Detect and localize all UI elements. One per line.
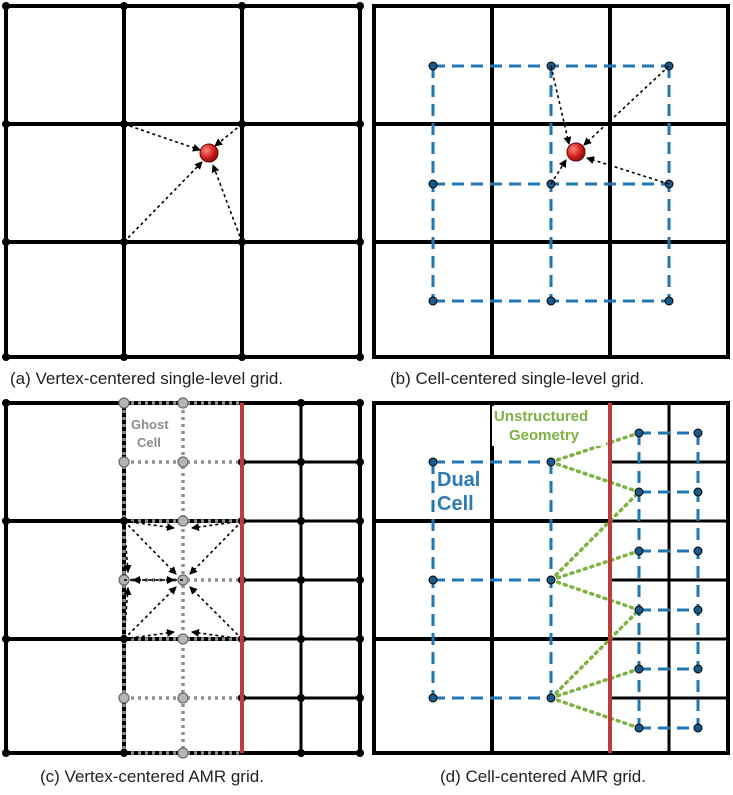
panel-d-cell-centered-amr: Unstructured Geometry Dual Cell (372, 401, 730, 755)
panel-d-geometry-label-bg (492, 406, 606, 446)
panel-a-vertex-centered-single-level (2, 2, 364, 361)
panel-d-cell-centers (428, 428, 703, 733)
panel-d-geometry-label-line1: Unstructured (494, 408, 588, 425)
caption-d: (d) Cell-centered AMR grid. (440, 767, 646, 786)
panel-d-fine-dual-cells (637, 431, 700, 730)
panel-c-ghost-label-bg (128, 414, 176, 454)
panel-c-interpolation-arrows (123, 520, 243, 640)
panel-c-ghost-nodes (118, 397, 189, 759)
panel-c-ghost-label-line2: Cell (137, 435, 161, 450)
panel-c-vertex-centered-amr: Ghost Cell (2, 397, 364, 759)
panel-c-ghost-label-line1: Ghost (131, 417, 169, 432)
panel-b-cell-centered-single-level (372, 4, 730, 359)
caption-a: (a) Vertex-centered single-level grid. (10, 369, 284, 388)
panel-d-unstructured-geometry (549, 431, 641, 730)
panel-a-interpolation-arrows (123, 123, 243, 243)
panel-b-interpolation-arrows (550, 65, 670, 185)
panel-d-dual-label-bg (436, 468, 486, 516)
panel-b-sample-point (566, 142, 586, 162)
panel-d-dual-label-line1: Dual (437, 469, 480, 491)
panel-a-sample-point (199, 143, 219, 163)
panel-d-dual-label-line2: Cell (437, 493, 474, 515)
panel-d-geometry-label-line2: Geometry (509, 427, 580, 444)
caption-c: (c) Vertex-centered AMR grid. (40, 767, 264, 786)
panel-a-grid (4, 4, 362, 359)
caption-b: (b) Cell-centered single-level grid. (390, 369, 645, 388)
panel-d-fine-grid (610, 403, 728, 753)
